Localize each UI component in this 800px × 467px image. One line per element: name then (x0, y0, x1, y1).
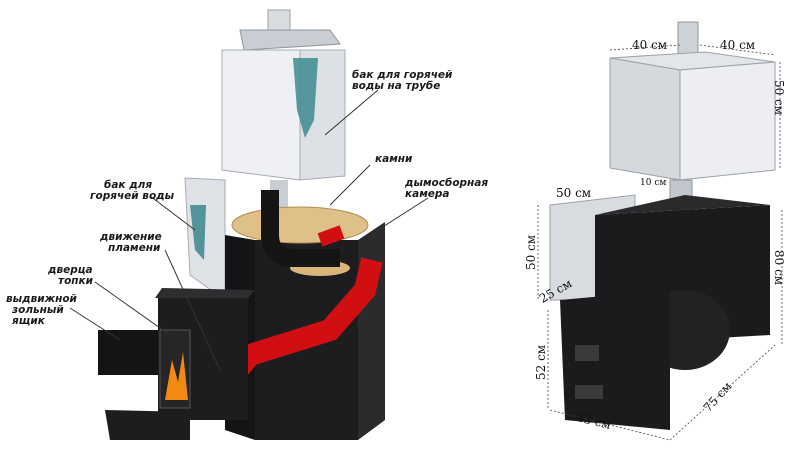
leader-stones (329, 164, 371, 206)
chimney-pipe (267, 9, 291, 33)
leader-flame (164, 249, 221, 371)
flame-channel-upper (317, 225, 345, 247)
dim-door (575, 345, 599, 361)
stove-cutaway-illustration (69, 9, 429, 440)
stove-dimension-illustration (537, 21, 783, 441)
fire (165, 352, 188, 400)
leader-ash (69, 307, 121, 341)
dim-tank-front (609, 57, 681, 181)
side-tank-water (190, 205, 206, 260)
dim-body-top (595, 195, 770, 215)
label-hot-water-tank: бак для горячей воды (90, 179, 175, 202)
label-stones: камни (375, 153, 413, 165)
dim-tank-side (679, 61, 776, 181)
stones (231, 206, 369, 244)
dim-label-firebox-height: 52 см (534, 344, 548, 380)
guide-tank-depth (699, 44, 776, 56)
dim-label-tank-height: 50 см (772, 80, 786, 116)
ash-drawer-bottom (105, 410, 190, 440)
dim-label-pipe-gap: 10 см (640, 178, 667, 188)
dim-label-body-side: 50 см (524, 234, 538, 270)
leader-side-tank (149, 195, 196, 231)
leader-door (94, 281, 171, 336)
tank-water (293, 58, 318, 138)
tank-lid (239, 29, 341, 51)
side-tank (184, 177, 226, 301)
stove-body-side (358, 222, 385, 440)
ash-drawer (98, 330, 158, 375)
leader-tank-pipe (324, 89, 379, 136)
pipe-tank-front (221, 49, 301, 181)
leader-smoke (377, 197, 429, 231)
label-smoke-chamber: дымосборная камера (405, 177, 489, 200)
dim-label-tank-depth: 40 см (720, 38, 756, 52)
label-hot-water-tank-pipe: бак для горячей воды на трубе (352, 69, 453, 92)
dim-label-tank-width: 40 см (632, 38, 668, 52)
label-ash-drawer: выдвижной зольный ящик (6, 293, 77, 327)
guide-base-width (549, 409, 671, 441)
firebox-top (155, 288, 255, 298)
label-flame-movement: движение пламени (100, 231, 162, 254)
dim-label-body-height: 80 см (772, 250, 786, 286)
inner-smoke-pipe (261, 190, 340, 267)
dim-ash-door (575, 385, 603, 399)
dim-label-body-top: 50 см (556, 186, 592, 200)
guide-base-length (669, 344, 776, 441)
label-firebox-door: дверца топки (48, 264, 94, 287)
